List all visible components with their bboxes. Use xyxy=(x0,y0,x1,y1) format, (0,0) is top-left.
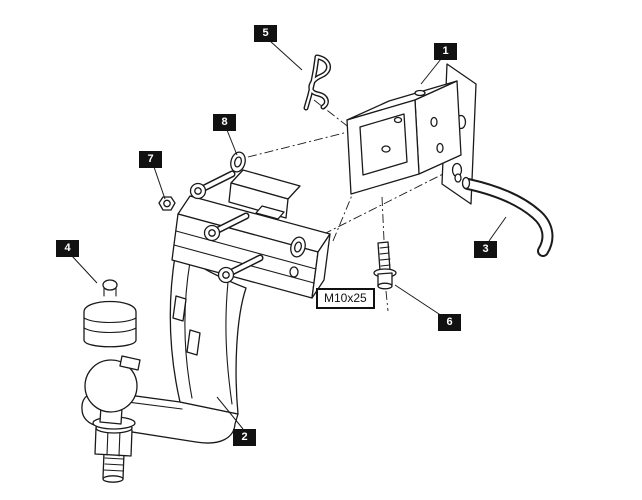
washers xyxy=(230,151,306,258)
callout-4: 4 xyxy=(56,240,79,257)
callout-8: 8 xyxy=(213,114,236,131)
callout-5: 5 xyxy=(254,25,277,42)
callout-2: 2 xyxy=(233,429,256,446)
towball-cover xyxy=(83,279,137,348)
callout-6: 6 xyxy=(438,314,461,331)
flange-nut xyxy=(158,196,176,211)
callout-1: 1 xyxy=(434,43,457,60)
flange-bolt xyxy=(373,241,397,290)
shank-bolts xyxy=(189,170,264,284)
locking-handle-pin xyxy=(461,176,554,257)
callout-7: 7 xyxy=(139,151,162,168)
leader-lines xyxy=(71,40,507,430)
towball xyxy=(84,355,141,483)
r-clip-pin xyxy=(303,54,331,111)
bolt-size-label: M10x25 xyxy=(316,288,375,309)
callout-3: 3 xyxy=(474,241,497,258)
receiver-housing xyxy=(346,63,477,205)
